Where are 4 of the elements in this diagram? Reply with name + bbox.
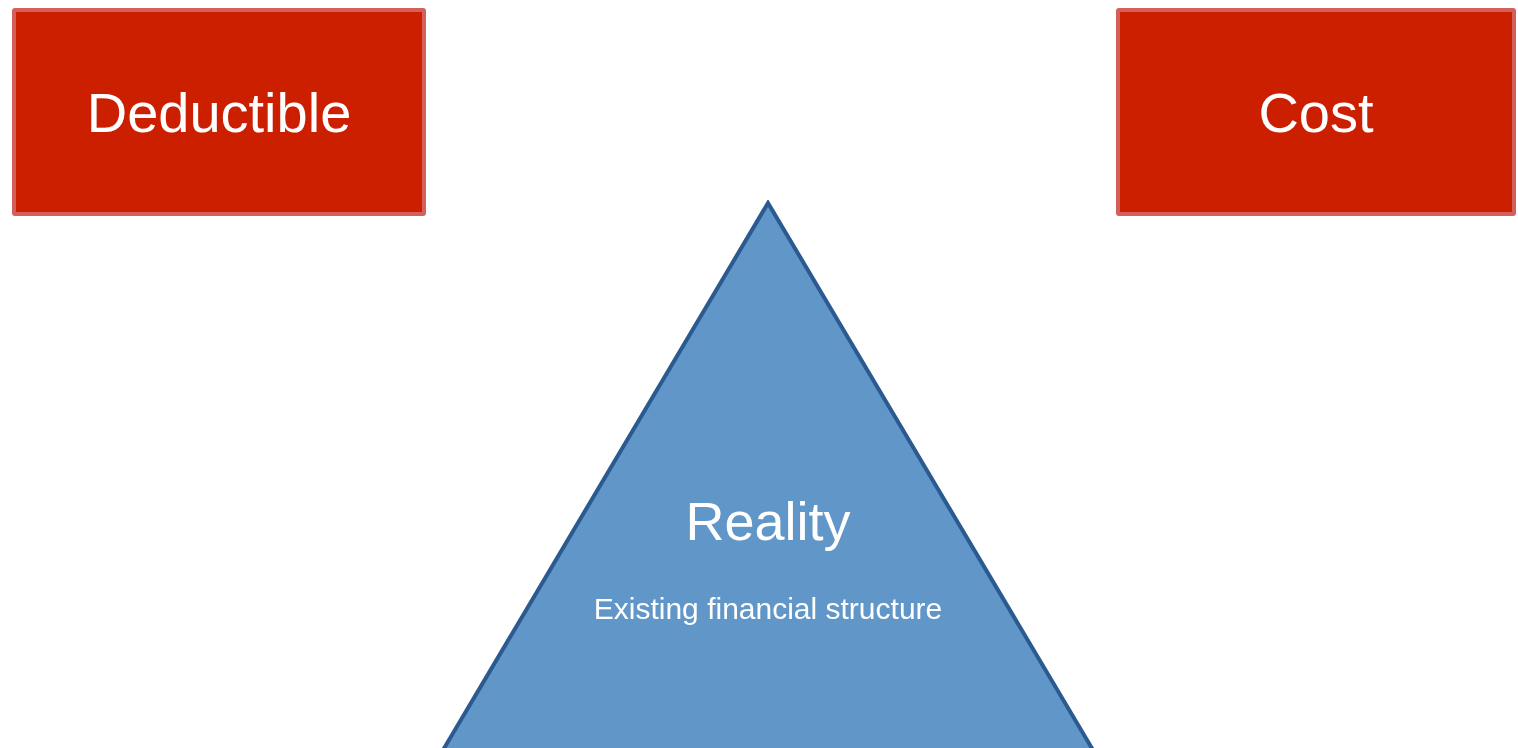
term-box: Cost bbox=[1116, 8, 1516, 216]
triangle-title: Reality bbox=[684, 490, 852, 552]
triangle-subtitle: Existing financial structure bbox=[592, 592, 944, 626]
term-box: Deductible bbox=[12, 8, 426, 216]
